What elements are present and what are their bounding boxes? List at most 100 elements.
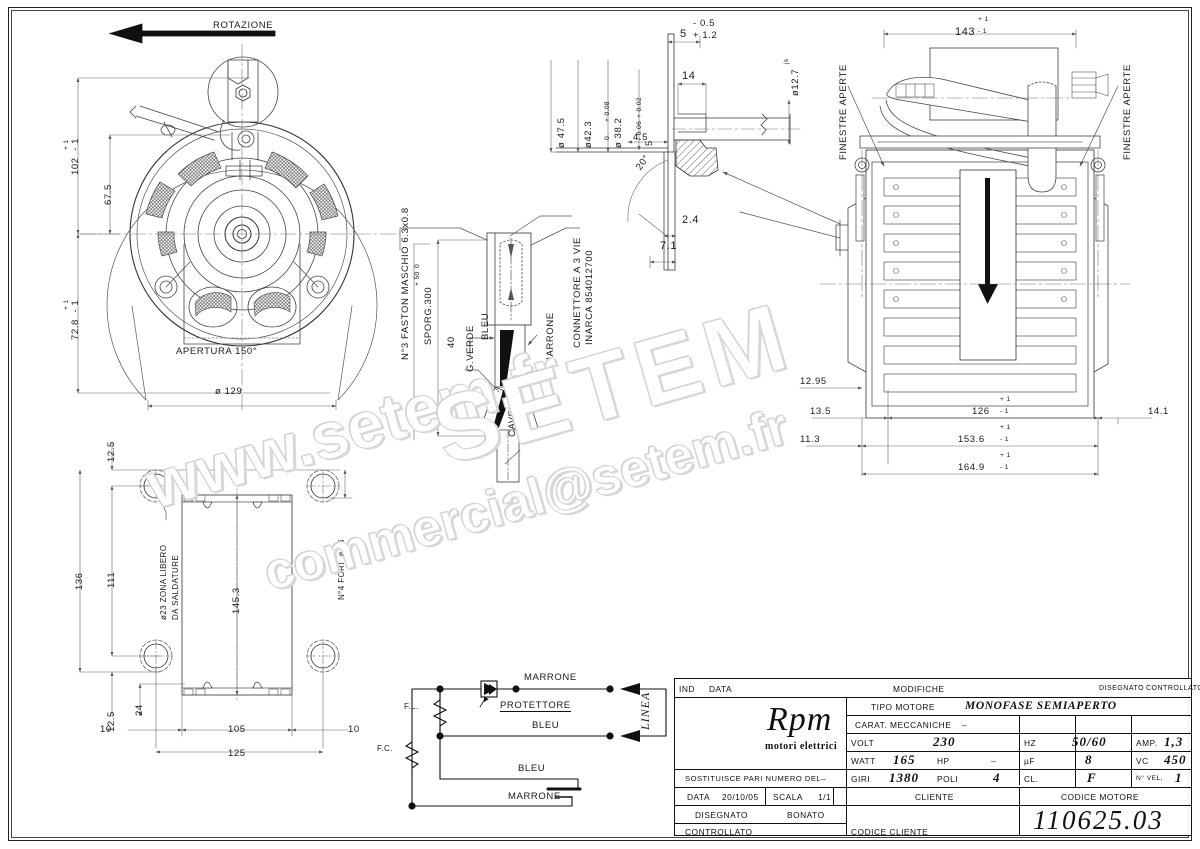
company-tagline: motori elettrici [765, 741, 838, 752]
tb-uf-label: µF [1024, 756, 1035, 766]
sheet-border-inner [11, 10, 1189, 838]
wiring-label-protettore: PROTETTORE [500, 700, 571, 712]
bottom-dim-24: 24 [134, 704, 145, 716]
side-dim-135: 13.5 [810, 406, 831, 417]
bottom-dim-10-left: 10 [100, 724, 112, 735]
bottom-dim-125-top: 12.5 [106, 441, 117, 462]
side-dim-143: 143 [955, 26, 976, 38]
side-dim-1295: 12.95 [800, 376, 827, 387]
shaft-detail-dimensions [549, 35, 791, 269]
front-view-geometry [79, 23, 401, 411]
side-dim-126: 126 [972, 406, 990, 417]
side-dim-1536: 153.6 [958, 434, 985, 445]
connector-detail-geometry [399, 215, 581, 483]
side-dim-141: 14.1 [1148, 406, 1169, 417]
weld-zone-note: ø23 ZONA LIBERO DA SALDATURE [159, 544, 180, 620]
sheet-border-outer [8, 7, 1192, 841]
sporg-tol-minus: 0 [414, 263, 421, 268]
shaft-dim-js: js [783, 58, 790, 64]
tb-vc-value: 450 [1164, 752, 1187, 767]
tb-watt-value: 165 [893, 752, 916, 767]
tb-header-controllato: CONTROLLATO [1146, 685, 1200, 692]
tb-tipo-motore-value: MONOFASE SEMIAPERTO [965, 700, 1117, 712]
front-dim-102: 102 - 1 [70, 137, 81, 175]
side-view-dimensions [799, 29, 1153, 477]
side-dim-1649-tolm: - 1 [1000, 464, 1009, 471]
finestre-aperte-left: FINESTRE APERTE [838, 64, 849, 160]
side-dim-1536-tolp: + 1 [1000, 424, 1011, 431]
wiring-schematic-geometry [404, 680, 667, 810]
wiring-label-fl: F.L. [404, 702, 419, 711]
side-dim-113: 11.3 [800, 434, 821, 445]
sporg-tol-plus: + 50 [414, 271, 421, 286]
front-dim-728-tol: + 1 [63, 299, 70, 310]
tb-hp-label: HP [937, 756, 950, 766]
bottom-dim-111: 111 [106, 571, 117, 588]
tb-giri-label: GIRI [851, 774, 871, 784]
tb-codice-cliente-label: CODICE CLIENTE [851, 827, 929, 837]
shaft-dim-14: 14 [682, 70, 696, 82]
tb-header-modifiche: MODIFICHE [893, 684, 945, 694]
side-dim-126-tolp: + 1 [1000, 396, 1011, 403]
front-dim-728: 72.8 - 1 [70, 299, 81, 340]
shaft-dim-5-upper: 5 [680, 28, 687, 40]
side-dim-1649: 164.9 [958, 462, 985, 473]
connector-3way-label: CONNETTORE A 3 VIE [572, 237, 583, 348]
connector-brand-label: INARCA 854012700 [584, 249, 595, 345]
tb-hz-label: HZ [1024, 738, 1037, 748]
bottom-dim-136: 136 [74, 572, 85, 590]
tb-header-ind: IND [679, 684, 695, 694]
shaft-dim-d382: ø 38.2 [613, 117, 624, 148]
tb-cl-label: CL. [1024, 774, 1039, 784]
shaft-dim-71: 7.1 [660, 240, 678, 252]
tb-nvel-value: 1 [1175, 770, 1183, 785]
tb-header-data: DATA [709, 684, 733, 694]
faston-note: N°3 FASTON MASCHIO 6.3x0.8 [400, 207, 411, 360]
tb-data-label: DATA [687, 792, 711, 802]
front-view-dimensions [76, 77, 337, 411]
cavetto-label: CAVETTO [507, 388, 518, 437]
tb-disegnato-value: BONATO [787, 810, 825, 820]
tb-poli-label: POLI [937, 774, 959, 784]
shaft-dim-d382-tolm: 0 [604, 135, 611, 140]
tb-volt-value: 230 [933, 734, 956, 749]
bottom-view-dimensions [78, 442, 353, 754]
company-logo: Rpm [767, 701, 833, 738]
shaft-dim-24: 2.4 [682, 214, 700, 226]
tb-carat-label: CARAT. MECCANICHE [855, 720, 952, 730]
tb-scala-value: 1/1 [818, 792, 832, 802]
finestre-aperte-right: FINESTRE APERTE [1122, 64, 1133, 160]
wire-label-gverde: G.VERDE [465, 325, 476, 372]
tb-codice-motore-label: CODICE MOTORE [1061, 792, 1140, 802]
holes-note: N°4 FORI ø 16 [337, 539, 346, 600]
connector-dim-40: 40 [446, 336, 457, 348]
shaft-dim-45: 4.5 [633, 132, 649, 143]
tb-tipo-motore-label: TIPO MOTORE [871, 702, 935, 712]
wire-label-marrone: MARRONE [545, 312, 556, 365]
wiring-label-fc: F.C. [377, 744, 393, 753]
side-dim-143-tolm: - 1 [978, 28, 987, 35]
side-dim-1649-tolp: + 1 [1000, 452, 1011, 459]
side-dim-1536-tolm: - 1 [1000, 436, 1009, 443]
side-dim-143-tolp: + 1 [978, 16, 989, 23]
bottom-dim-105: 105 [228, 724, 246, 735]
tb-disegnato-label: DISEGNATO [695, 810, 749, 820]
wiring-label-marrone-top: MARRONE [524, 672, 577, 683]
shaft-detail-geometry [555, 33, 841, 271]
tb-controllato-label: CONTROLLATO [685, 827, 753, 837]
bottom-dim-1453: 145.3 [231, 587, 242, 614]
side-view-geometry [739, 47, 1131, 419]
wiring-label-bleu-top: BLEU [532, 720, 560, 731]
front-dim-102-tol: + 1 [63, 139, 70, 150]
tb-amp-label: AMP. [1136, 738, 1158, 748]
shaft-dim-d475: ø 47.5 [556, 117, 567, 148]
sporg-note: SPORG.300 [423, 286, 434, 345]
tb-sostituisce-value: – [821, 774, 827, 784]
bottom-dim-125: 125 [228, 748, 246, 759]
title-block: IND DATA MODIFICHE DISEGNATO CONTROLLATO… [674, 678, 1200, 837]
tb-scala-label: SCALA [773, 792, 803, 802]
tb-poli-value: 4 [993, 770, 1001, 785]
shaft-dim-5-upper-tolp: + 1.2 [693, 30, 718, 41]
shaft-dim-5-tolp: + 0.02 [636, 97, 643, 118]
wiring-label-linea: LINEA [638, 691, 652, 730]
